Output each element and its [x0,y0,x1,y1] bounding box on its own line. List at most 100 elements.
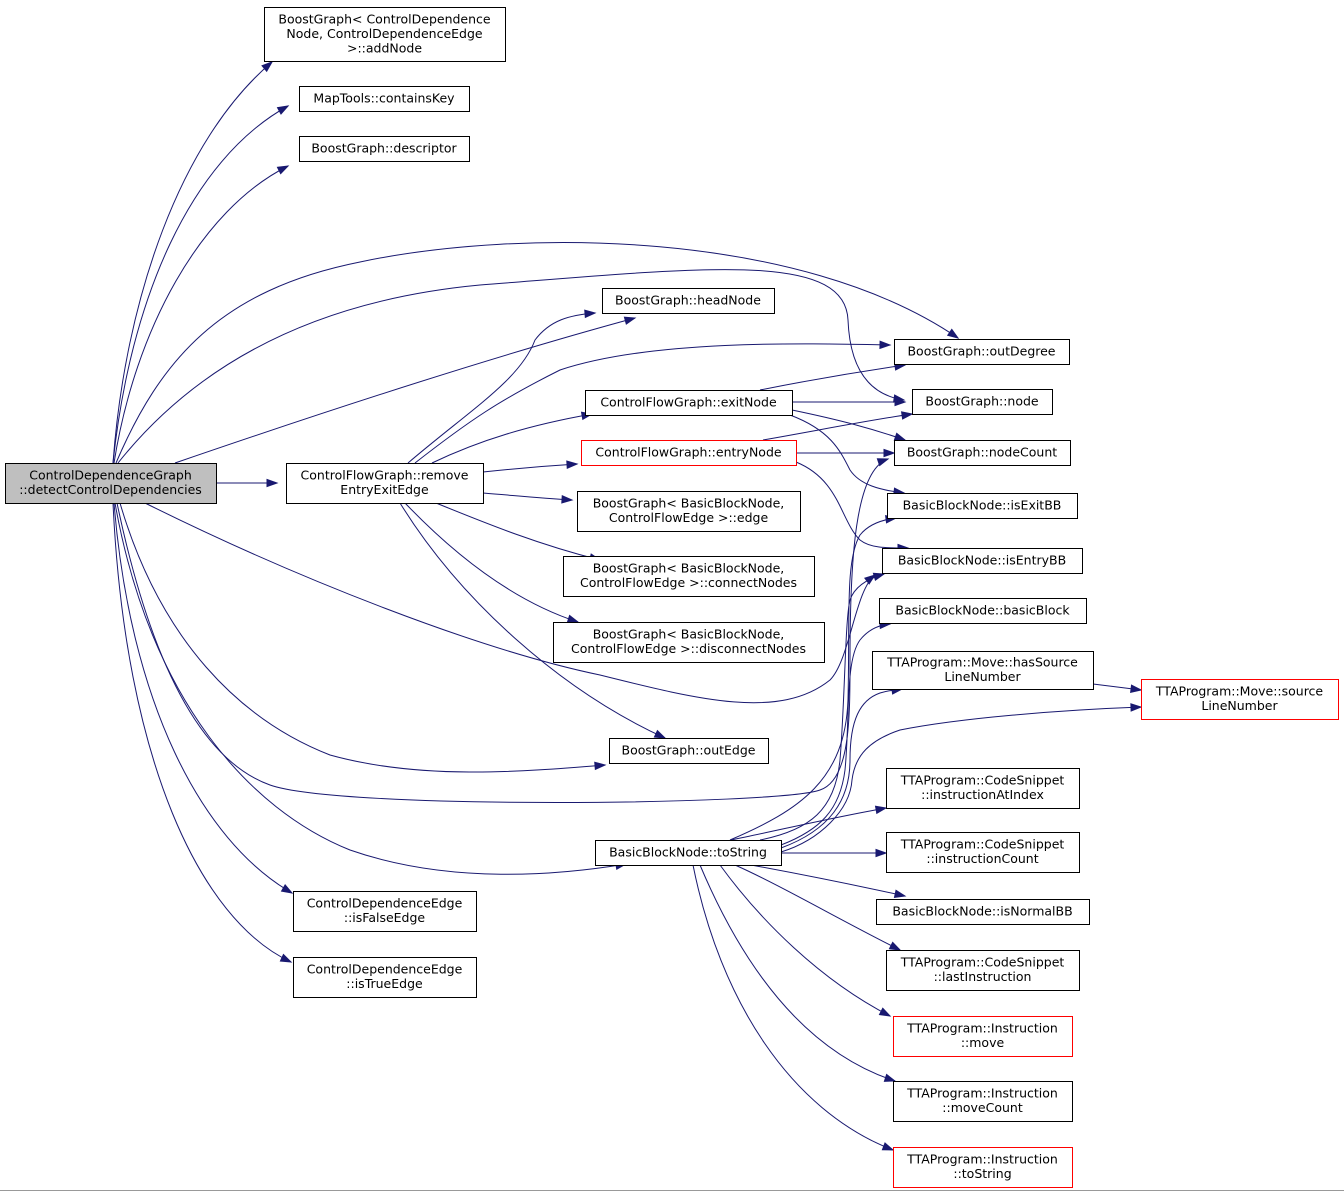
edge-arrowhead [900,411,914,420]
node-box [887,493,1078,519]
node-label-line: ::isFalseEdge [344,910,426,925]
node-box [894,440,1071,466]
node-label-line: BoostGraph::outEdge [622,742,756,757]
edge-arrowhead [876,458,890,467]
node-isTrueEdge[interactable]: ControlDependenceEdge::isTrueEdge [293,957,477,998]
edge-root-to-isEntryBB [144,502,877,704]
edge-line [482,492,573,501]
node-label-line: ControlFlowEdge >::edge [609,510,769,525]
edge-root-to-removeEntryExitEdge [216,478,279,488]
edge-line [112,105,289,464]
node-label-line: BasicBlockNode::isEntryBB [898,552,1066,567]
edge-arrowhead [879,340,892,350]
edge-root-to-outEdge [119,502,607,773]
node-label-line: ControlFlowGraph::entryNode [595,444,781,459]
node-headNode[interactable]: BoostGraph::headNode [602,288,775,314]
node-box [577,491,801,532]
node-box [894,339,1070,365]
node-label-line: MapTools::containsKey [313,90,455,105]
node-label-line: ::detectControlDependencies [19,482,202,497]
node-label-line: TTAProgram::Instruction [906,1086,1058,1101]
edge-line [780,688,903,849]
edge-line [113,502,293,894]
edge-hasSourceLineNumber-to-sourceLineNumber [1092,683,1143,693]
node-label-line: LineNumber [944,669,1021,684]
node-basicBlock[interactable]: BasicBlockNode::basicBlock [879,598,1087,624]
node-toString[interactable]: BasicBlockNode::toString [595,840,782,866]
edge-arrowhead [888,941,902,951]
edge-root-to-headNode [174,316,637,464]
node-outEdge[interactable]: BoostGraph::outEdge [609,738,769,764]
node-node[interactable]: BoostGraph::node [912,389,1053,415]
edge-line [734,864,901,951]
edge-arrowhead [883,448,896,458]
node-moveCount[interactable]: TTAProgram::Instruction::moveCount [893,1081,1073,1122]
node-instrToString[interactable]: TTAProgram::Instruction::toString [893,1147,1073,1188]
edge-toString-to-instructionCount [781,848,888,858]
node-box [872,651,1094,690]
node-containsKey[interactable]: MapTools::containsKey [299,86,470,112]
edge-toString-to-instructionAtIndex [730,805,888,841]
node-lastInstruction[interactable]: TTAProgram::CodeSnippet::lastInstruction [886,950,1080,991]
node-box [882,548,1083,574]
node-label-line: BasicBlockNode::isExitBB [903,497,1062,512]
node-label-line: TTAProgram::Move::hasSource [886,655,1078,670]
edge-toString-to-instrToString [692,864,895,1151]
edge-root-to-nodeCount [116,458,890,803]
edge-root-to-isFalseEdge [113,502,294,894]
node-label-line: TTAProgram::Instruction [906,1152,1058,1167]
node-label-line: TTAProgram::CodeSnippet [900,837,1065,852]
edge-toString-to-lastInstruction [734,864,902,951]
node-box [886,950,1080,991]
bottom-divider [0,1190,1344,1191]
node-label-line: ::lastInstruction [934,969,1032,984]
node-entryNode[interactable]: ControlFlowGraph::entryNode [581,440,797,466]
edge-arrowhead [878,1007,892,1017]
node-connectNodes[interactable]: BoostGraph< BasicBlockNode,ControlFlowEd… [563,556,815,597]
edge-line [116,458,889,803]
node-label-line: ::toString [953,1166,1011,1181]
edge-toString-to-sourceLineNumber [780,703,1143,853]
edge-removeEntryExitEdge-to-headNode [407,309,597,464]
node-isEntryBB[interactable]: BasicBlockNode::isEntryBB [882,548,1083,574]
node-disconnectNodes[interactable]: BoostGraph< BasicBlockNode,ControlFlowEd… [553,622,825,663]
edge-line [399,502,666,739]
edge-line [414,343,891,464]
edge-line [791,409,906,441]
node-edge[interactable]: BoostGraph< BasicBlockNode,ControlFlowEd… [577,491,801,532]
edge-arrowhead [280,884,294,894]
node-box [893,1147,1073,1188]
node-root[interactable]: ControlDependenceGraph::detectControlDep… [5,463,217,504]
node-exitNode[interactable]: ControlFlowGraph::exitNode [585,390,793,416]
edge-arrowhead [594,761,607,771]
node-label-line: >::addNode [347,40,422,55]
edge-root-to-isTrueEdge [112,502,293,963]
node-label-line: BoostGraph::nodeCount [907,444,1057,459]
node-box [912,389,1053,415]
node-label-line: BoostGraph< ControlDependence [278,11,491,26]
edge-entryNode-to-nodeCount [796,448,896,458]
node-isExitBB[interactable]: BasicBlockNode::isExitBB [887,493,1078,519]
node-outDegree[interactable]: BoostGraph::outDegree [894,339,1070,365]
node-isFalseEdge[interactable]: ControlDependenceEdge::isFalseEdge [293,891,477,932]
edge-line [729,517,897,841]
node-label-line: ::isTrueEdge [346,976,423,991]
node-label-line: BasicBlockNode::basicBlock [895,602,1070,617]
node-descriptor[interactable]: BoostGraph::descriptor [299,136,470,162]
node-isNormalBB[interactable]: BasicBlockNode::isNormalBB [876,899,1090,925]
edge-arrowhead [1130,703,1143,712]
node-nodeCount[interactable]: BoostGraph::nodeCount [894,440,1071,466]
node-box [886,768,1080,809]
edge-arrowhead [653,729,667,739]
edge-arrowhead [893,889,907,898]
node-box [609,738,769,764]
node-instructionCount[interactable]: TTAProgram::CodeSnippet::instructionCoun… [886,832,1080,873]
node-instructionAtIndex[interactable]: TTAProgram::CodeSnippet::instructionAtIn… [886,768,1080,809]
node-label-line: BoostGraph::descriptor [311,140,457,155]
node-instrMove[interactable]: TTAProgram::Instruction::move [893,1016,1073,1057]
